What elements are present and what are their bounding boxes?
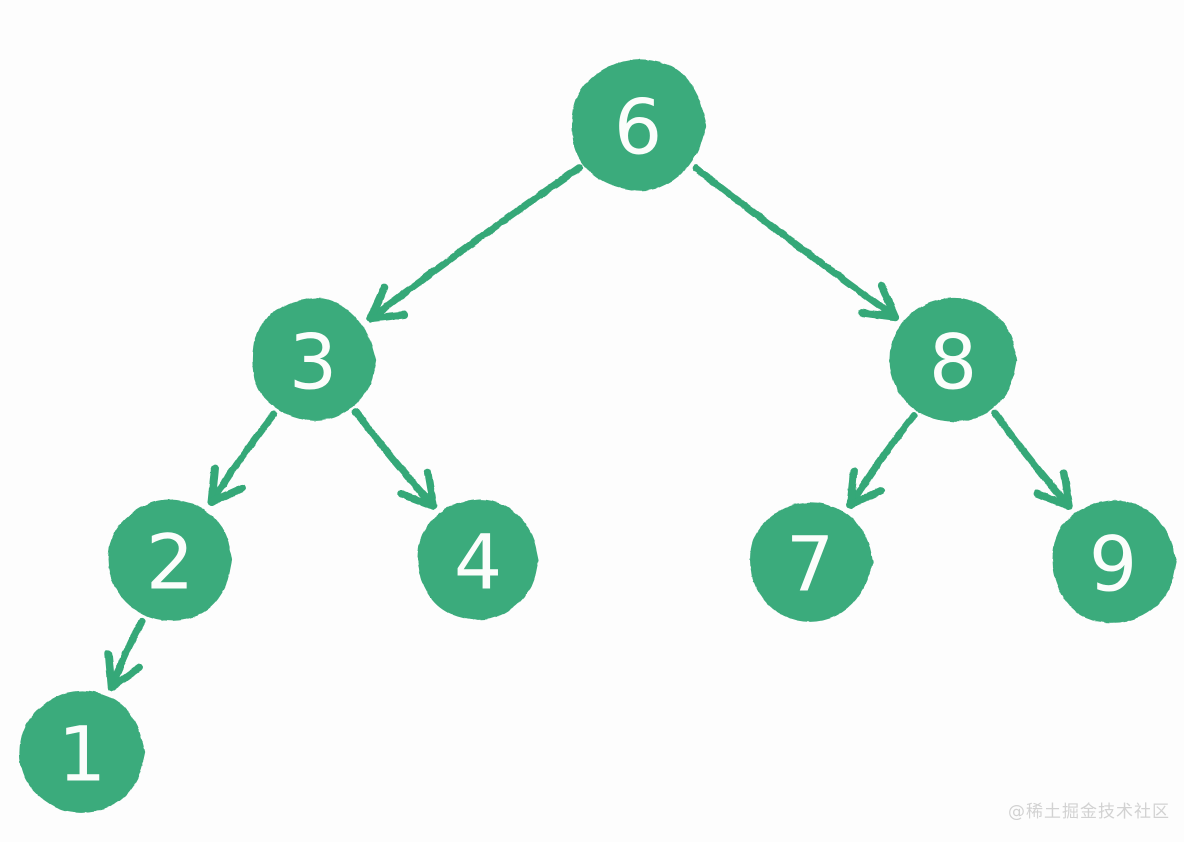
nodes-layer: 6 3 8 2 4 7 9 1 — [19, 59, 1177, 813]
tree-edge-n3-to-n2 — [207, 411, 278, 506]
tree-node-label-2: 2 — [146, 518, 194, 607]
tree-node-shape-8 — [889, 297, 1017, 422]
tree-node-shape-3 — [252, 298, 377, 421]
tree-edge-n6-to-n8 — [692, 164, 900, 321]
tree-edge-n6-to-n3 — [366, 163, 584, 323]
tree-node-label-6: 6 — [614, 83, 662, 172]
tree-node-label-9: 9 — [1089, 520, 1137, 609]
tree-node-label-1: 1 — [58, 710, 106, 799]
tree-node-shape-6 — [571, 59, 707, 191]
tree-edge-n8-to-n7 — [846, 412, 918, 509]
tree-edge-n8-to-n9 — [991, 409, 1073, 511]
edges-layer — [104, 163, 1073, 692]
tree-node-9[interactable]: 9 — [1052, 500, 1177, 623]
tree-node-shape-9 — [1052, 500, 1177, 623]
tree-node-shape-2 — [108, 499, 233, 621]
tree-node-2[interactable]: 2 — [108, 499, 233, 621]
tree-edge-n3-to-n4 — [352, 408, 438, 510]
tree-node-shape-1 — [19, 690, 146, 813]
tree-node-label-3: 3 — [289, 318, 337, 407]
tree-node-6[interactable]: 6 — [571, 59, 707, 191]
tree-edge-n2-to-n1 — [104, 617, 146, 692]
tree-node-3[interactable]: 3 — [252, 298, 377, 421]
tree-node-1[interactable]: 1 — [19, 690, 146, 813]
tree-node-label-8: 8 — [929, 318, 977, 407]
tree-node-label-7: 7 — [786, 520, 834, 609]
tree-node-4[interactable]: 4 — [417, 499, 539, 620]
tree-node-7[interactable]: 7 — [750, 502, 874, 622]
tree-node-label-4: 4 — [454, 518, 502, 607]
tree-node-8[interactable]: 8 — [889, 297, 1017, 422]
watermark-text: @稀土掘金技术社区 — [1008, 802, 1170, 822]
tree-node-shape-4 — [417, 499, 539, 620]
tree-node-shape-7 — [750, 502, 874, 622]
